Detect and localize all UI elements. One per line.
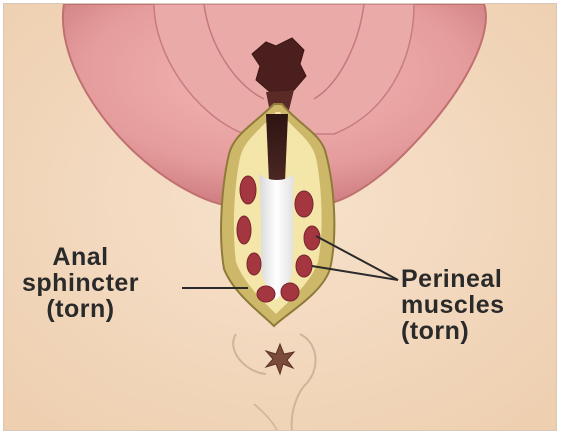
label-anal-line-1: Anal	[22, 244, 139, 270]
perineal-tear-illustration	[4, 4, 557, 431]
label-anal-line-3: (torn)	[22, 296, 139, 322]
label-perineal-line-2: muscles	[401, 292, 505, 318]
label-anal-line-2: sphincter	[22, 270, 139, 296]
muscle-right-1	[295, 191, 313, 217]
muscle-left-2	[237, 216, 251, 244]
muscle-left-3	[247, 253, 261, 275]
muscle-right-4	[281, 283, 299, 301]
muscle-right-3	[296, 255, 312, 277]
muscle-right-2	[304, 226, 320, 250]
illustration-frame: Anal sphincter (torn) Perineal muscles (…	[3, 3, 557, 431]
muscle-left-4	[257, 286, 275, 302]
label-perineal-line-3: (torn)	[401, 318, 505, 344]
muscle-left-1	[240, 176, 256, 204]
label-anal-sphincter: Anal sphincter (torn)	[22, 244, 139, 322]
label-perineal-muscles: Perineal muscles (torn)	[401, 266, 505, 344]
label-perineal-line-1: Perineal	[401, 266, 505, 292]
rectal-mucosa	[259, 174, 294, 300]
